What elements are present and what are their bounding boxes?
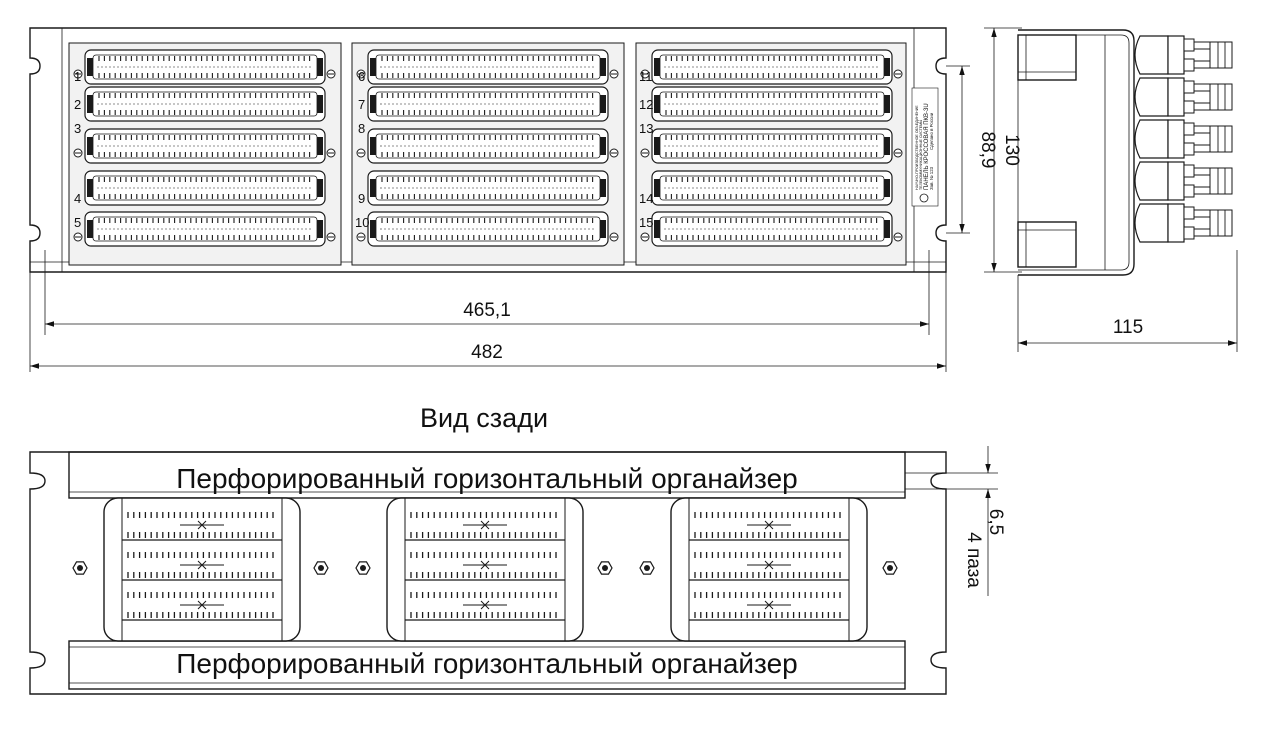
terminal-strip bbox=[367, 128, 609, 164]
organizer-top-label: Перфорированный горизонтальный органайзе… bbox=[176, 463, 797, 494]
rear-panel-outline bbox=[29, 451, 947, 695]
connector-profile bbox=[1134, 35, 1233, 75]
terminal-strip bbox=[651, 49, 893, 85]
front-view: 1 2 3 4 5 6 7 8 9 10 11 12 13 14 15 НАУЧ… bbox=[29, 27, 947, 273]
nameplate: НАУЧНО-ПРОИЗВОДСТВЕННОЕ ОБЪЕДИНЕНИЕ ТЕЛЕ… bbox=[911, 87, 939, 207]
module-number: 3 bbox=[74, 121, 81, 136]
side-modules bbox=[1134, 35, 1233, 243]
module-number: 6 bbox=[358, 69, 365, 84]
module-number: 14 bbox=[639, 191, 653, 206]
module-number: 1 bbox=[74, 69, 81, 84]
module-number: 13 bbox=[639, 121, 653, 136]
module-number: 11 bbox=[639, 69, 653, 84]
outer-width-label: 482 bbox=[471, 342, 503, 363]
total-height-label: 130 bbox=[1001, 134, 1022, 166]
connector-profile bbox=[1134, 119, 1233, 159]
rear-module bbox=[386, 497, 584, 642]
terminal-strip bbox=[84, 211, 326, 247]
terminal-strip bbox=[84, 170, 326, 206]
terminal-strip bbox=[651, 86, 893, 122]
terminal-strip bbox=[367, 211, 609, 247]
module-number: 10 bbox=[355, 215, 369, 230]
terminal-strip bbox=[367, 86, 609, 122]
organizer-bottom-label: Перфорированный горизонтальный органайзе… bbox=[176, 648, 797, 679]
terminal-strip bbox=[84, 86, 326, 122]
module-number: 12 bbox=[639, 97, 653, 112]
terminal-strip bbox=[651, 211, 893, 247]
module-number: 15 bbox=[639, 215, 653, 230]
terminal-strip bbox=[84, 49, 326, 85]
terminal-strip bbox=[367, 49, 609, 85]
nameplate-line2: ТЕЛЕКОММУНИКАЦИОННЫЕ СИСТЕМЫ bbox=[919, 120, 923, 190]
side-view: 130 115 bbox=[984, 27, 1238, 352]
terminal-strip bbox=[84, 128, 326, 164]
front-modules bbox=[73, 49, 903, 247]
module-number: 5 bbox=[74, 215, 81, 230]
module-number: 7 bbox=[358, 97, 365, 112]
module-number: 8 bbox=[358, 121, 365, 136]
connector-profile bbox=[1134, 203, 1233, 243]
module-number: 4 bbox=[74, 191, 81, 206]
module-number: 9 bbox=[358, 191, 365, 206]
terminal-strip bbox=[367, 170, 609, 206]
slot-size-label: 6,5 bbox=[985, 509, 1006, 535]
terminal-strip bbox=[651, 170, 893, 206]
rear-modules bbox=[72, 497, 898, 642]
nameplate-title: ПАНЕЛЬ КРОССОВАЯ ПКВ-3U bbox=[924, 103, 930, 190]
logo-icon bbox=[919, 193, 929, 203]
module-number: 2 bbox=[74, 97, 81, 112]
rear-view: Перфорированный горизонтальный органайзе… bbox=[29, 446, 1006, 695]
nameplate-line1: НАУЧНО-ПРОИЗВОДСТВЕННОЕ ОБЪЕДИНЕНИЕ bbox=[915, 105, 919, 190]
rear-module bbox=[103, 497, 301, 642]
depth-label: 115 bbox=[1113, 317, 1143, 338]
terminal-strip bbox=[651, 128, 893, 164]
connector-profile bbox=[1134, 77, 1233, 117]
connector-profile bbox=[1134, 161, 1233, 201]
inner-width-label: 465,1 bbox=[463, 300, 511, 321]
mount-height-label: 88,9 bbox=[977, 132, 998, 169]
module-numbers: 1 2 3 4 5 6 7 8 9 10 11 12 13 14 15 bbox=[74, 69, 653, 230]
rear-view-title: Вид сзади bbox=[420, 403, 548, 433]
nameplate-made-in: Сделано в России bbox=[929, 112, 934, 150]
nameplate-serial: Зав. № 123 bbox=[929, 166, 934, 190]
rear-module bbox=[670, 497, 868, 642]
slot-count-label: 4 паза bbox=[963, 532, 984, 588]
